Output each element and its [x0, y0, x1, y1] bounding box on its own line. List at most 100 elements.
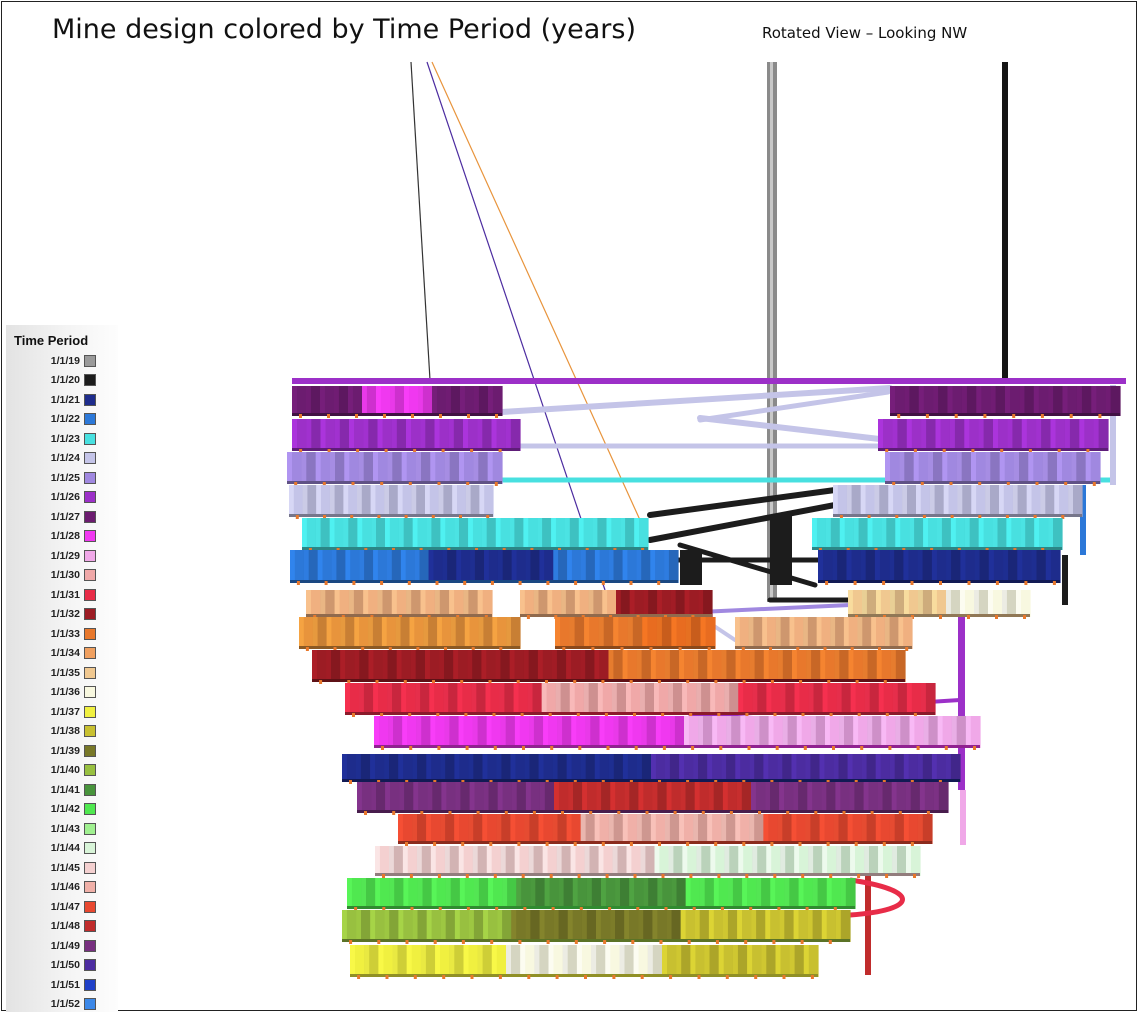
stope-highlight: [962, 386, 967, 416]
drawpoint-marker: [885, 874, 888, 878]
stope-highlight: [1077, 386, 1082, 416]
drawpoint-marker: [355, 414, 358, 418]
stope-highlight: [581, 550, 586, 583]
stope-highlight: [440, 518, 445, 550]
drawpoint-marker: [825, 581, 828, 585]
stope-highlight: [596, 910, 601, 942]
drawpoint-marker: [527, 615, 530, 619]
stope-highlight: [1063, 386, 1068, 416]
stope-highlight: [707, 650, 712, 682]
stope-highlight: [387, 452, 392, 484]
stope-highlight: [529, 846, 534, 876]
stope-highlight: [526, 550, 531, 583]
stope-highlight: [456, 782, 461, 813]
legend-swatch: [84, 920, 96, 932]
stope-highlight: [862, 814, 867, 844]
legend-item: 1/1/33: [6, 624, 118, 644]
stope-highlight: [1034, 518, 1039, 550]
stope-highlight: [623, 550, 628, 583]
legend-item: 1/1/49: [6, 936, 118, 956]
stope-highlight: [512, 550, 517, 583]
stope-highlight: [833, 485, 838, 517]
stope-highlight: [498, 550, 503, 583]
stope-highlight: [607, 518, 612, 550]
legend-swatch: [84, 940, 96, 952]
drawpoint-marker: [799, 842, 802, 846]
drawpoint-marker: [996, 581, 999, 585]
stope-highlight: [498, 782, 503, 813]
stope-drift: [890, 413, 1120, 416]
stope-highlight: [726, 716, 731, 748]
drawpoint-marker: [349, 940, 352, 944]
stope-highlight: [443, 683, 448, 715]
stope-highlight: [549, 945, 554, 977]
stope-highlight: [861, 550, 866, 583]
drawpoint-marker: [357, 975, 360, 979]
legend-item: 1/1/34: [6, 644, 118, 664]
stope-highlight: [552, 650, 557, 682]
drawpoint-marker: [686, 842, 689, 846]
stope-highlight: [620, 945, 625, 977]
drawpoint-marker: [829, 940, 832, 944]
legend-item-label: 1/1/33: [34, 628, 80, 640]
legend-item: 1/1/48: [6, 917, 118, 937]
stope-highlight: [482, 518, 487, 550]
legend-item: 1/1/28: [6, 527, 118, 547]
stope-highlight: [888, 485, 893, 517]
stope-highlight: [595, 754, 600, 782]
stope-highlight: [749, 617, 754, 649]
stope-highlight: [416, 452, 421, 484]
stope-highlight: [776, 617, 781, 649]
stope-highlight: [957, 452, 962, 484]
stope-highlight: [356, 910, 361, 942]
stope-highlight: [568, 782, 573, 813]
stope-highlight: [371, 782, 376, 813]
stope-highlight: [457, 683, 462, 715]
stope-highlight: [752, 846, 757, 876]
stope-highlight: [363, 590, 368, 617]
stope-highlight: [864, 846, 869, 876]
stope-highlight: [451, 617, 456, 649]
stope-highlight: [540, 910, 545, 942]
legend-item-label: 1/1/26: [34, 491, 80, 503]
legend-item-label: 1/1/44: [34, 842, 80, 854]
stope-highlight: [825, 716, 830, 748]
stope-highlight: [847, 485, 852, 517]
ramp-vertical: [960, 790, 966, 845]
drawpoint-marker: [860, 746, 863, 750]
stope-highlight: [749, 814, 754, 844]
stope-highlight: [836, 910, 841, 942]
stope-highlight: [359, 550, 364, 583]
stope-highlight: [593, 518, 598, 550]
stope-highlight: [668, 683, 673, 715]
stope-highlight: [555, 617, 560, 649]
legend-item-label: 1/1/52: [34, 998, 80, 1010]
legend-swatch: [84, 452, 96, 464]
stope-highlight: [1048, 518, 1053, 550]
stope-highlight: [347, 878, 352, 909]
ramp-curve: [850, 880, 903, 915]
drawpoint-marker: [325, 581, 328, 585]
drawpoint-marker: [499, 975, 502, 979]
stope-highlight: [696, 683, 701, 715]
stope-highlight: [556, 683, 561, 715]
stope-highlight: [827, 878, 832, 909]
stope-highlight: [1003, 550, 1008, 583]
drawpoint-marker: [527, 975, 530, 979]
legend-swatch: [84, 998, 96, 1010]
stope-highlight: [834, 650, 839, 682]
legend-item: 1/1/51: [6, 975, 118, 995]
stope-highlight: [506, 945, 511, 977]
stope-highlight: [601, 878, 606, 909]
stope-highlight: [682, 846, 687, 876]
stope-highlight: [459, 846, 464, 876]
stope-highlight: [823, 683, 828, 715]
drawpoint-marker: [414, 975, 417, 979]
stope-highlight: [510, 650, 515, 682]
drawpoint-marker: [409, 746, 412, 750]
stope-highlight: [671, 617, 676, 649]
stope-highlight: [567, 754, 572, 782]
stope-highlight: [892, 419, 897, 451]
stope-highlight: [656, 716, 661, 748]
